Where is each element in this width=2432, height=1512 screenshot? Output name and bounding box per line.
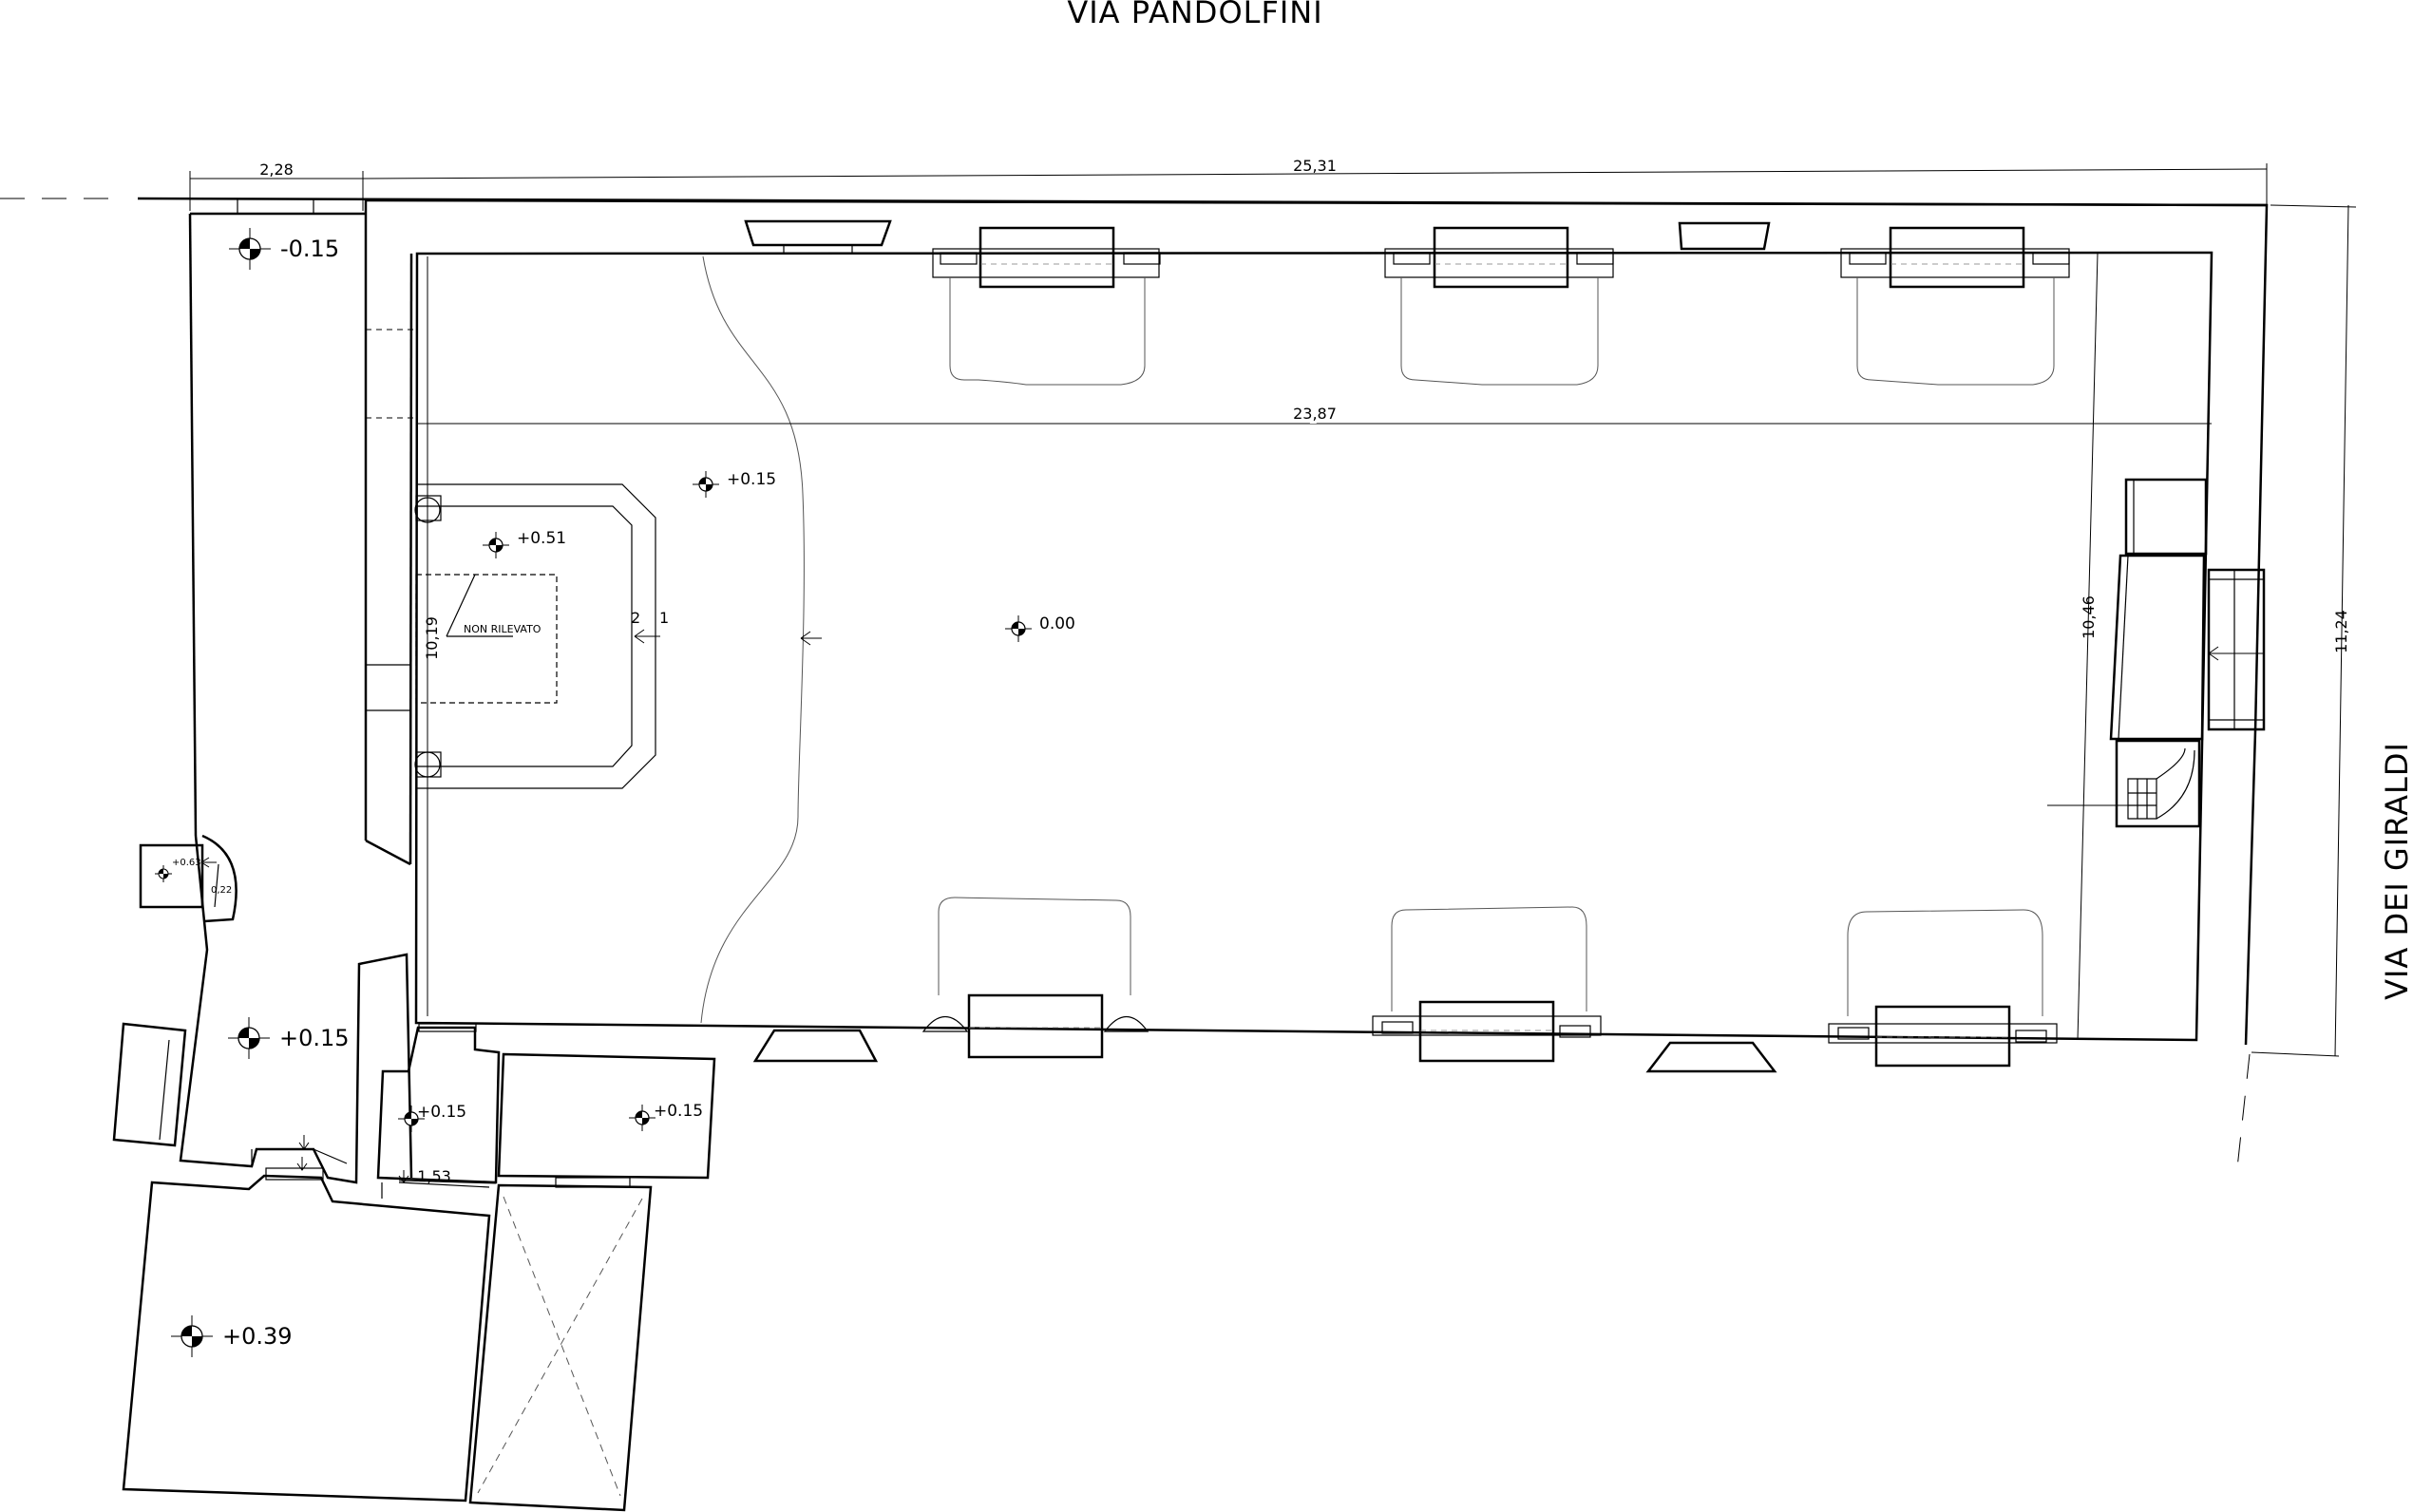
dim-inner-width: 23,87 (418, 402, 2212, 425)
dim-door-width: 1,53 (398, 1167, 497, 1185)
dim-width-small: 2,28 (189, 161, 364, 211)
dim-total-height: 11,24 (2251, 204, 2357, 1057)
window-top-1 (744, 219, 892, 254)
dim-small: 0,22 (211, 885, 232, 896)
elevation-markers: -0.15 +0.15 +0.39 +0.15 +0.15 (155, 228, 1075, 1357)
niche-box (139, 834, 238, 923)
entry-arrows (200, 857, 409, 1183)
elevation-label-hall-upper: +0.15 (727, 470, 776, 489)
street-label-top: VIA PANDOLFINI (1067, 0, 1322, 30)
step-label-2: 2 (631, 609, 640, 627)
note-not-surveyed: NON RILEVATO (464, 623, 542, 635)
dim-label-width-small: 2,28 (259, 161, 294, 179)
street-label-right: VIA DEI GIRALDI (2379, 742, 2415, 1000)
bay-top-1 (932, 226, 1161, 386)
dim-inner-height-left: 10,19 (423, 256, 441, 1016)
step-label-1: 1 (659, 609, 669, 627)
dim-label-inner-width: 23,87 (1293, 405, 1337, 423)
dim-inner-height-right: 10,46 (2077, 252, 2099, 1041)
window-bottom-1 (752, 1029, 879, 1063)
elevation-marker: +0.15 (398, 1103, 466, 1132)
elevation-label-niche: +0.63 (172, 858, 201, 868)
dim-label-door-width: 1,53 (417, 1167, 451, 1185)
elevation-marker: 0.00 (1005, 614, 1075, 642)
window-top-3 (1678, 221, 1771, 251)
elevation-label-room-left-top: -0.15 (280, 236, 339, 262)
elevation-label-dais: +0.51 (517, 529, 566, 548)
elevation-marker: +0.15 (629, 1102, 703, 1131)
right-wall-elements (2109, 478, 2266, 741)
small-room-b (497, 1052, 716, 1180)
bay-top-2 (1384, 226, 1614, 386)
bay-bottom-2 (1372, 906, 1602, 1063)
elevation-label-small-room-b: +0.15 (654, 1102, 703, 1121)
elevation-label-room-left-bottom: +0.15 (279, 1025, 350, 1051)
floor-seam-curve (700, 255, 822, 1024)
elevation-marker: +0.15 (693, 470, 776, 498)
small-room-a (376, 1023, 501, 1199)
dim-label-inner-height-left: 10,19 (423, 616, 441, 660)
dim-label-inner-height-right: 10,46 (2080, 595, 2098, 639)
side-wall-block (112, 1022, 187, 1147)
elevation-marker: -0.15 (229, 228, 339, 270)
dim-total-width: 25,31 (362, 157, 2268, 205)
elevation-label-small-room-a: +0.15 (417, 1103, 466, 1122)
window-bottom-3 (1645, 1041, 1777, 1073)
elevation-label-hall-center: 0.00 (1039, 614, 1075, 633)
left-corridor (179, 198, 413, 1184)
bay-bottom-1 (922, 897, 1150, 1059)
elevation-label-annex-big: +0.39 (222, 1323, 293, 1350)
annex-large (122, 1167, 491, 1503)
staircase (2047, 739, 2201, 828)
bay-top-3 (1840, 226, 2070, 386)
dim-label-small: 0,22 (211, 885, 232, 896)
dim-label-total-height: 11,24 (2332, 610, 2350, 653)
elevation-marker: +0.51 (483, 529, 566, 558)
elevation-marker: +0.39 (171, 1315, 293, 1357)
dim-label-total-width: 25,31 (1293, 157, 1337, 175)
elevation-marker: +0.15 (228, 1017, 350, 1059)
storage-room (468, 1177, 653, 1512)
street-line-right (2236, 1053, 2251, 1169)
elevation-marker: +0.63 (155, 858, 201, 882)
bay-bottom-3 (1828, 909, 2058, 1068)
main-building (364, 198, 2269, 1046)
